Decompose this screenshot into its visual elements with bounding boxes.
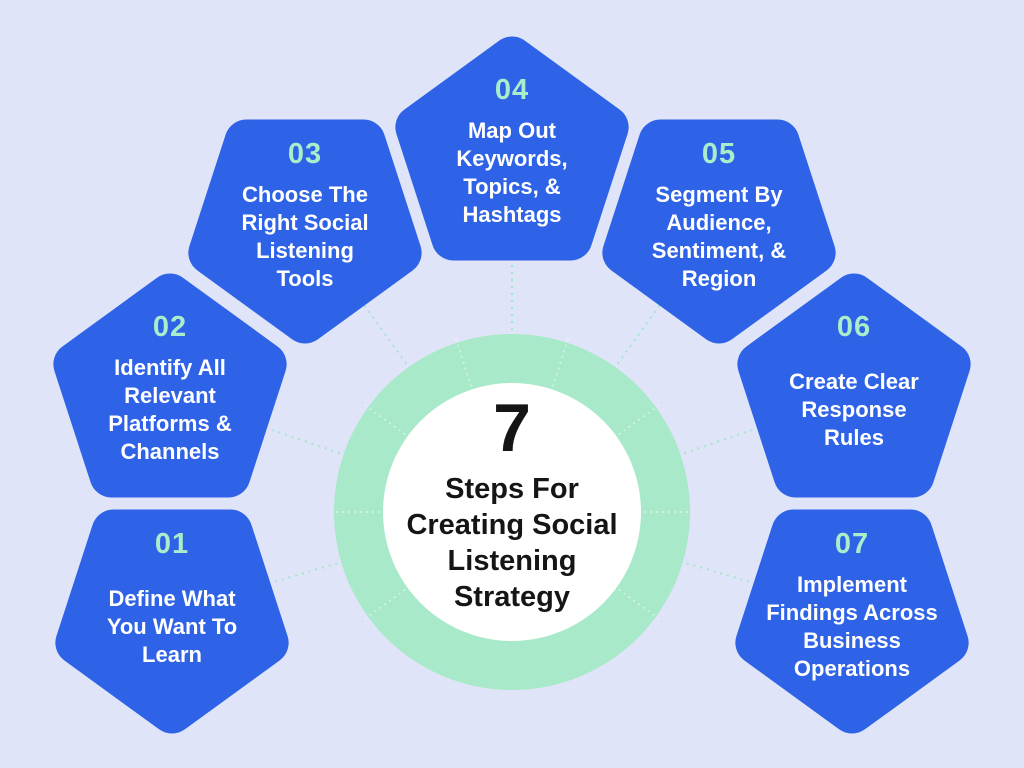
step-06-label-box: Create Clear Response Rules [749, 340, 959, 480]
center-title-box: Steps For Creating Social Listening Stra… [352, 463, 672, 623]
step-05-label-box: Segment By Audience, Sentiment, & Region [614, 167, 824, 307]
step-05: 05 Segment By Audience, Sentiment, & Reg… [614, 137, 824, 307]
step-01-label-box: Define What You Want To Learn [67, 557, 277, 697]
step-07-label-box: Implement Findings Across Business Opera… [747, 557, 957, 697]
step-02: 02 Identify All Relevant Platforms & Cha… [65, 310, 275, 480]
step-04-number: 04 [494, 74, 530, 106]
step-04-label: Map Out Keywords, Topics, & Hashtags [456, 118, 568, 227]
step-05-number: 05 [701, 138, 737, 170]
step-07-label: Implement Findings Across Business Opera… [766, 572, 938, 681]
step-03-number: 03 [287, 138, 323, 170]
step-02-number: 02 [152, 311, 188, 343]
step-07-number: 07 [834, 528, 870, 560]
step-01: 01 Define What You Want To Learn [67, 527, 277, 697]
step-03: 03 Choose The Right Social Listening Too… [200, 137, 410, 307]
center-big-number: 7 [493, 390, 531, 466]
step-01-number: 01 [154, 528, 190, 560]
step-02-label-box: Identify All Relevant Platforms & Channe… [65, 340, 275, 480]
step-03-label: Choose The Right Social Listening Tools [241, 182, 369, 291]
step-04: 04 Map Out Keywords, Topics, & Hashtags [407, 73, 617, 243]
center-title: Steps For Creating Social Listening Stra… [406, 473, 618, 613]
step-02-label: Identify All Relevant Platforms & Channe… [108, 355, 232, 464]
center-label-group: 7 Steps For Creating Social Listening St… [352, 393, 672, 623]
step-01-label: Define What You Want To Learn [106, 586, 238, 667]
step-06-number: 06 [836, 311, 872, 343]
step-06-label: Create Clear Response Rules [789, 369, 919, 450]
center-circle [383, 383, 641, 641]
step-05-label: Segment By Audience, Sentiment, & Region [651, 182, 787, 291]
step-03-label-box: Choose The Right Social Listening Tools [200, 167, 410, 307]
step-06: 06 Create Clear Response Rules [749, 310, 959, 480]
step-04-label-box: Map Out Keywords, Topics, & Hashtags [407, 103, 617, 243]
step-07: 07 Implement Findings Across Business Op… [747, 527, 957, 697]
